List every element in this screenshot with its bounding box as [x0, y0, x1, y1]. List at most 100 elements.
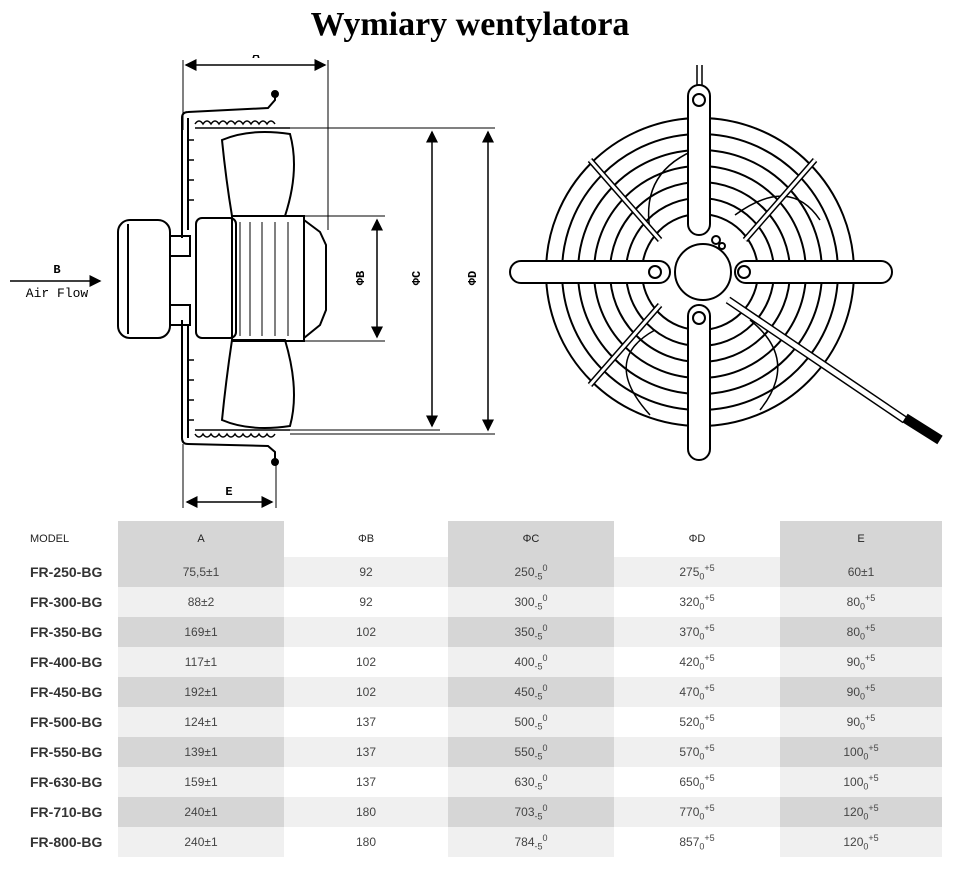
tol-sup: +5	[868, 832, 879, 843]
header-e: E	[780, 521, 942, 557]
cell-e-value: 80	[846, 594, 861, 609]
cell-model: FR-300-BG	[30, 594, 103, 610]
tol-sub: -5	[534, 631, 543, 642]
cell-e-value: 90	[846, 714, 861, 729]
cell-a: 75,5±1	[118, 557, 284, 587]
tol-sub: -5	[534, 841, 543, 852]
tol-sub: 0	[860, 691, 866, 702]
cell-a: 159±1	[118, 767, 284, 797]
cell-c-value: 630	[514, 774, 535, 789]
cell-phi-d: 4200+5	[614, 647, 780, 677]
cell-c-value: 703	[514, 804, 535, 819]
tol-sup: +5	[865, 622, 876, 633]
tol-sup: +5	[865, 682, 876, 693]
cell-model: FR-400-BG	[30, 654, 103, 670]
cell-phi-c: 300-50	[448, 587, 614, 617]
tol-sup: +5	[704, 592, 715, 603]
cell-phi-d: 3200+5	[614, 587, 780, 617]
cell-e-value: 100	[843, 774, 864, 789]
tol-sup: 0	[542, 562, 548, 573]
header-model: MODEL	[30, 533, 70, 545]
tol-sub: -5	[534, 781, 543, 792]
tol-sub: 0	[860, 661, 866, 672]
dim-e-label: E	[225, 485, 232, 499]
fan-dimension-drawing: A B Air Flow ΦB ΦC ΦD E	[0, 55, 976, 515]
tol-sub: 0	[860, 631, 866, 642]
cell-e: 800+5	[780, 587, 942, 617]
cell-phi-c: 400-50	[448, 647, 614, 677]
cell-a: 169±1	[118, 617, 284, 647]
tol-sup: +5	[704, 742, 715, 753]
cell-e: 1000+5	[780, 737, 942, 767]
tol-sup: +5	[865, 712, 876, 723]
tol-sup: 0	[542, 592, 548, 603]
tol-sup: 0	[542, 682, 548, 693]
cell-phi-c: 500-50	[448, 707, 614, 737]
front-view	[509, 65, 943, 461]
tol-sup: 0	[542, 742, 548, 753]
cell-d-value: 470	[679, 684, 700, 699]
cell-phi-c: 630-50	[448, 767, 614, 797]
tol-sup: +5	[868, 772, 879, 783]
tol-sub: 0	[699, 751, 705, 762]
cell-a: 139±1	[118, 737, 284, 767]
dim-phi-b-label: ΦB	[354, 271, 368, 285]
tol-sub: -5	[534, 721, 543, 732]
cell-c-value: 450	[514, 684, 535, 699]
tol-sup: 0	[542, 832, 548, 843]
cell-e: 1200+5	[780, 827, 942, 857]
tol-sub: 0	[699, 841, 705, 852]
cell-e-value: 100	[843, 744, 864, 759]
tol-sub: 0	[699, 601, 705, 612]
cell-model: FR-710-BG	[30, 804, 103, 820]
cell-model: FR-630-BG	[30, 774, 103, 790]
cell-c-value: 400	[514, 654, 535, 669]
tol-sub: -5	[534, 571, 543, 582]
header-a: A	[118, 521, 284, 557]
cell-e: 1000+5	[780, 767, 942, 797]
tol-sup: +5	[865, 652, 876, 663]
cell-phi-b: 92	[359, 595, 373, 609]
cell-model: FR-350-BG	[30, 624, 103, 640]
dim-phi-d-label: ΦD	[466, 271, 480, 285]
tol-sub: 0	[699, 691, 705, 702]
cell-phi-d: 2750+5	[614, 557, 780, 587]
cell-c-value: 350	[514, 624, 535, 639]
cell-c-value: 300	[514, 594, 535, 609]
cell-a: 88±2	[118, 587, 284, 617]
cell-d-value: 520	[679, 714, 700, 729]
cell-a: 192±1	[118, 677, 284, 707]
tol-sub: 0	[860, 721, 866, 732]
tol-sup: 0	[542, 712, 548, 723]
tol-sup: +5	[868, 802, 879, 813]
cell-phi-b: 137	[355, 775, 377, 789]
cell-e-value: 80	[846, 624, 861, 639]
cell-d-value: 420	[679, 654, 700, 669]
table-header-row: MODEL A ΦB ΦC ΦD E	[30, 521, 942, 557]
cell-c-value: 250	[514, 564, 535, 579]
air-flow-label: Air Flow	[26, 286, 89, 301]
cell-a: 240±1	[118, 827, 284, 857]
cell-phi-c: 250-50	[448, 557, 614, 587]
tol-sub: -5	[534, 811, 543, 822]
cell-d-value: 370	[679, 624, 700, 639]
side-view	[10, 59, 495, 508]
cell-phi-d: 3700+5	[614, 617, 780, 647]
tol-sub: -5	[534, 601, 543, 612]
cell-c-value: 784	[514, 834, 535, 849]
cell-d-value: 650	[679, 774, 700, 789]
tol-sub: -5	[534, 691, 543, 702]
cell-phi-b: 102	[284, 617, 448, 647]
header-phi-c: ΦC	[448, 521, 614, 557]
cell-c-value: 500	[514, 714, 535, 729]
cell-phi-d: 5700+5	[614, 737, 780, 767]
